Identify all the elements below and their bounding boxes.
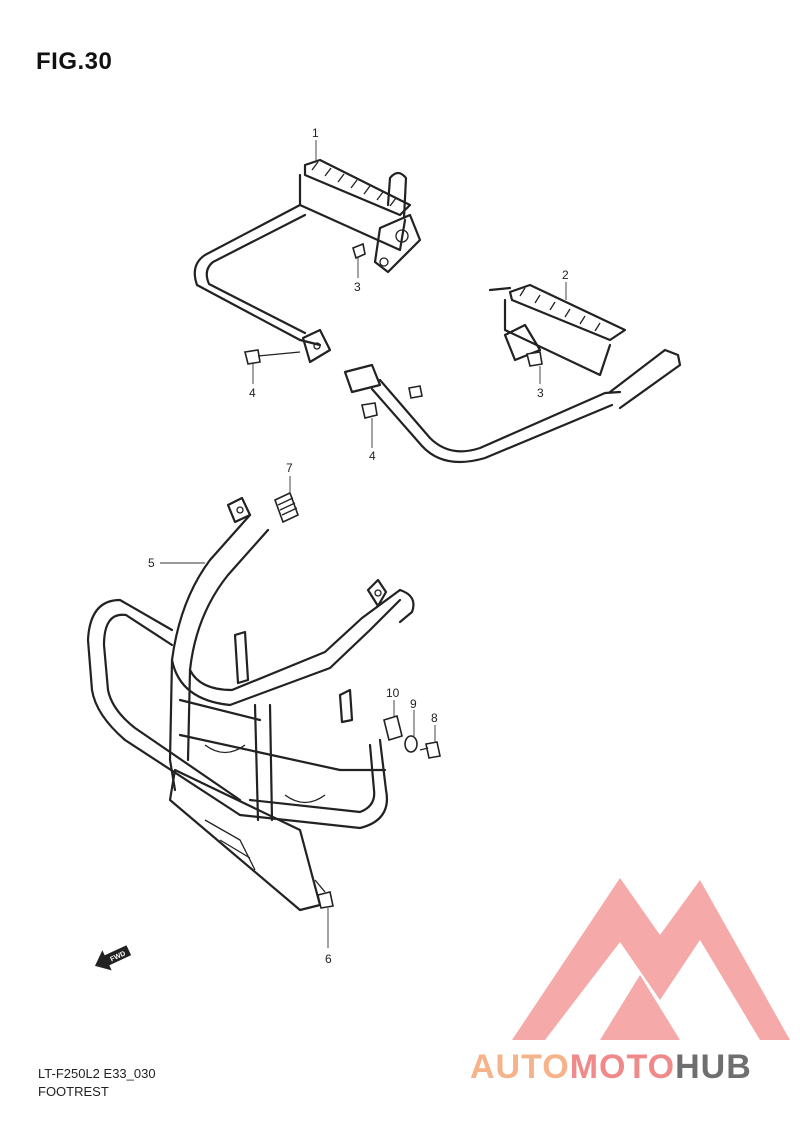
callout-8: 8 xyxy=(431,711,438,725)
watermark-moto: MOTO xyxy=(569,1048,676,1086)
figure-title: FIG.30 xyxy=(36,48,113,75)
watermark-hub: HUB xyxy=(675,1048,752,1086)
callout-5: 5 xyxy=(148,556,155,570)
grommet-7 xyxy=(273,491,300,524)
bolt-6 xyxy=(314,879,334,909)
callout-1: 1 xyxy=(312,126,319,140)
model-code: LT-F250L2 E33_030 xyxy=(38,1066,156,1081)
fastener-stack xyxy=(383,714,441,759)
callout-4-right: 4 xyxy=(249,386,256,400)
callout-3-left: 3 xyxy=(537,386,544,400)
callout-4-left: 4 xyxy=(369,449,376,463)
section-name: FOOTREST xyxy=(38,1084,109,1099)
callout-3-right: 3 xyxy=(354,280,361,294)
watermark-text: AUTOMOTOHUB xyxy=(470,1048,752,1087)
watermark-auto: AUTO xyxy=(470,1048,570,1086)
callout-9: 9 xyxy=(410,697,417,711)
callout-7: 7 xyxy=(286,461,293,475)
front-guard-assembly xyxy=(86,496,415,912)
fwd-arrow-icon: FWD xyxy=(94,945,132,971)
footrest-right-assembly xyxy=(193,158,422,365)
callout-labels: 1 2 3 3 4 4 5 6 7 8 9 10 xyxy=(148,126,569,966)
callout-6: 6 xyxy=(325,952,332,966)
leader-lines xyxy=(160,140,567,948)
callout-10: 10 xyxy=(386,686,400,700)
footrest-left-assembly xyxy=(343,283,682,464)
callout-2: 2 xyxy=(562,268,569,282)
watermark-logo-icon xyxy=(512,878,790,1040)
